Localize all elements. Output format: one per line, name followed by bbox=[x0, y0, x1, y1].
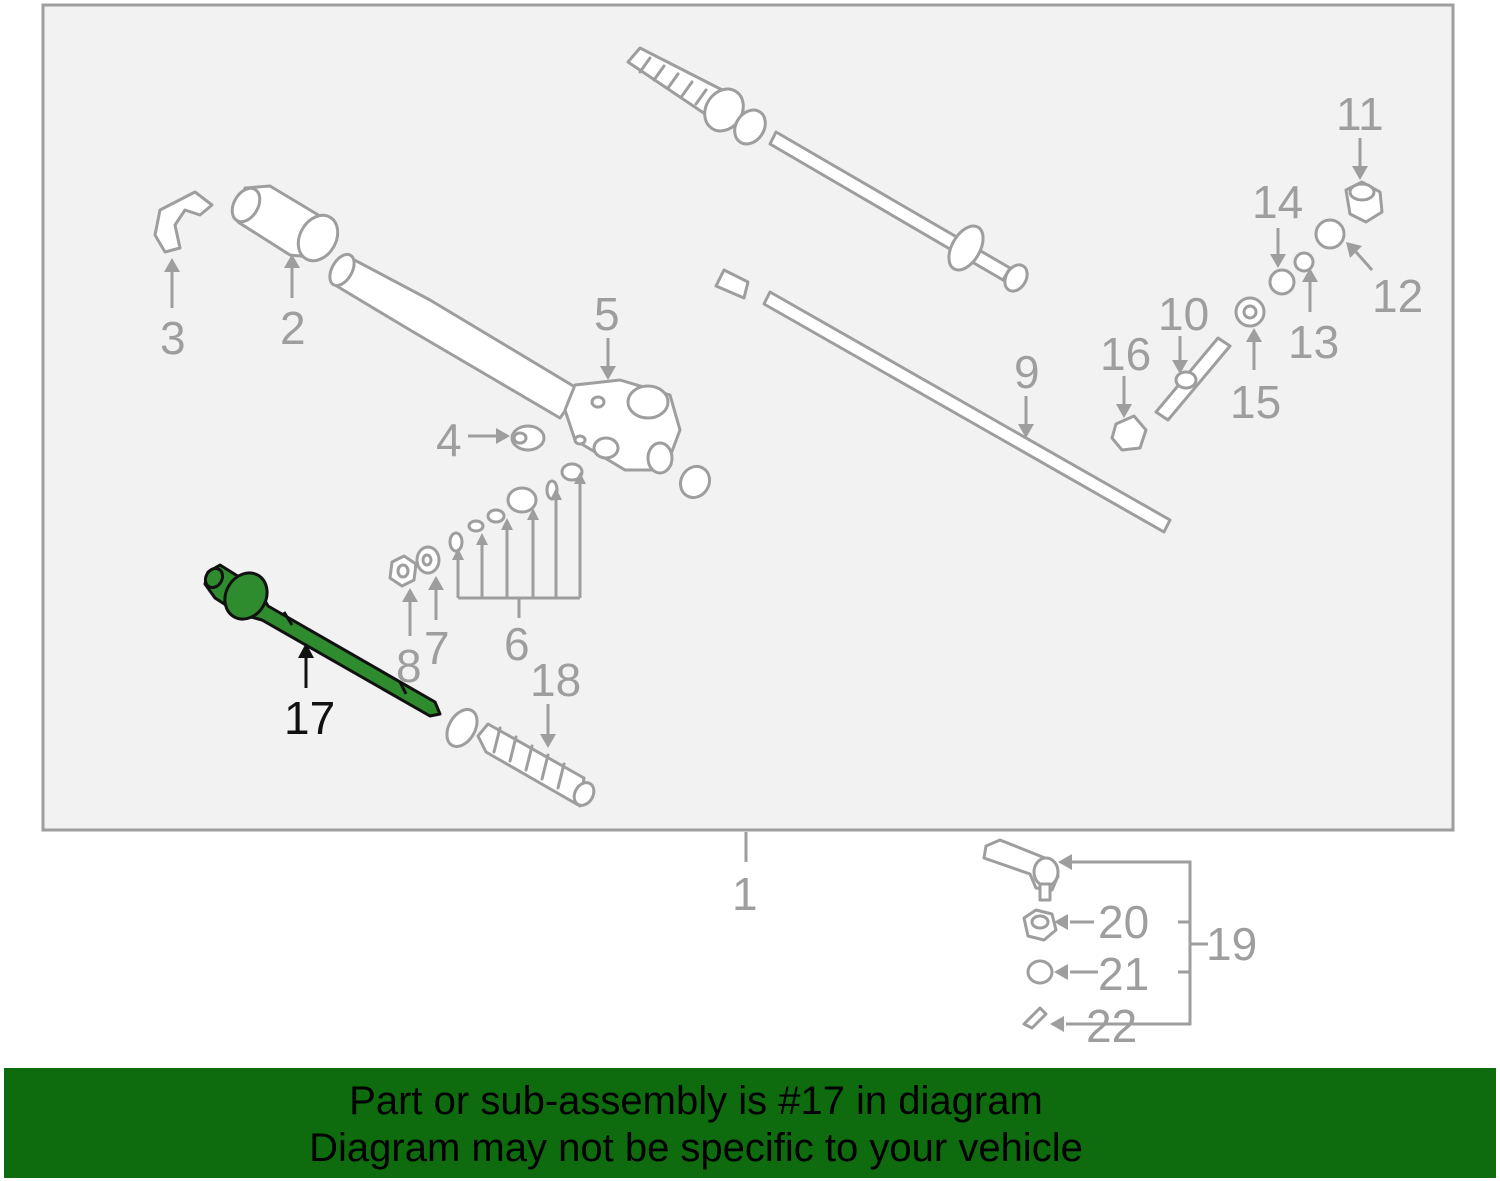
callout-5: 5 bbox=[594, 288, 620, 340]
callout-19: 19 bbox=[1206, 918, 1257, 970]
callout-8-leader bbox=[402, 588, 418, 636]
callout-13: 13 bbox=[1288, 316, 1339, 368]
callout-20: 20 bbox=[1098, 896, 1149, 948]
callout-14-leader bbox=[1270, 228, 1286, 268]
callout-3-leader bbox=[164, 258, 180, 308]
callout-22: 22 bbox=[1086, 1000, 1137, 1052]
callout-17: 17 bbox=[284, 692, 335, 744]
callout-18: 18 bbox=[530, 654, 581, 706]
callout-6-leader bbox=[452, 472, 586, 618]
part-4-fitting bbox=[510, 424, 546, 452]
part-9-rack bbox=[714, 268, 1172, 534]
part-10-pinion bbox=[1154, 336, 1232, 422]
callout-21: 21 bbox=[1098, 948, 1149, 1000]
upper-boot bbox=[626, 46, 767, 146]
callout-2-leader bbox=[284, 254, 300, 298]
callout-9-leader bbox=[1018, 396, 1034, 438]
callout-14: 14 bbox=[1252, 176, 1303, 228]
part-12-seal bbox=[1314, 218, 1346, 250]
callout-12-leader bbox=[1346, 242, 1374, 271]
callout-16-leader bbox=[1116, 376, 1132, 418]
part-14-cap bbox=[1268, 268, 1296, 296]
part-7-washer bbox=[415, 545, 441, 575]
banner-part-note: Part or sub-assembly is #17 in diagram bbox=[349, 1079, 1043, 1123]
callout-19-leader bbox=[1050, 854, 1208, 1032]
callout-2: 2 bbox=[280, 302, 306, 354]
part-11-cap bbox=[1344, 180, 1384, 224]
part-13-ring bbox=[1293, 251, 1315, 273]
callout-18-leader bbox=[540, 704, 556, 748]
callout-5-leader bbox=[600, 338, 616, 380]
part-20-castle-nut bbox=[1022, 908, 1058, 942]
banner-disclaimer: Diagram may not be specific to your vehi… bbox=[309, 1126, 1083, 1170]
callout-4-leader bbox=[468, 428, 510, 444]
callout-4: 4 bbox=[436, 414, 462, 466]
callout-13-leader bbox=[1302, 268, 1318, 312]
callout-15: 15 bbox=[1230, 376, 1281, 428]
part-18-boot bbox=[445, 708, 596, 808]
info-banner: Part or sub-assembly is #17 in diagram D… bbox=[4, 1068, 1496, 1178]
part-16-nut bbox=[1110, 414, 1148, 452]
callout-11: 11 bbox=[1336, 88, 1384, 140]
callout-15-leader bbox=[1246, 328, 1262, 370]
callout-10-leader bbox=[1172, 336, 1188, 374]
callout-6: 6 bbox=[504, 618, 530, 670]
callout-7-leader bbox=[428, 576, 444, 620]
callout-7: 7 bbox=[424, 622, 450, 674]
callout-3: 3 bbox=[160, 312, 186, 364]
part-19-tie-rod-end bbox=[982, 838, 1060, 902]
callout-16: 16 bbox=[1100, 328, 1151, 380]
part-17-inner-tie-rod bbox=[203, 563, 442, 718]
callout-12: 12 bbox=[1372, 270, 1423, 322]
part-21-nut bbox=[1026, 959, 1054, 985]
callout-1: 1 bbox=[732, 868, 758, 920]
part-5-rack-housing bbox=[328, 252, 712, 500]
part-3-clamp bbox=[153, 190, 214, 254]
callout-17-leader bbox=[298, 643, 314, 688]
part-22-cotter-pin bbox=[1022, 1006, 1048, 1030]
part-15-bearing bbox=[1234, 296, 1266, 328]
upper-tie-rod bbox=[768, 130, 1029, 293]
callout-9: 9 bbox=[1014, 346, 1040, 398]
part-2-bushing bbox=[230, 184, 340, 263]
callout-11-leader bbox=[1352, 138, 1368, 180]
callout-10: 10 bbox=[1158, 288, 1209, 340]
part-8-nut bbox=[388, 554, 418, 588]
